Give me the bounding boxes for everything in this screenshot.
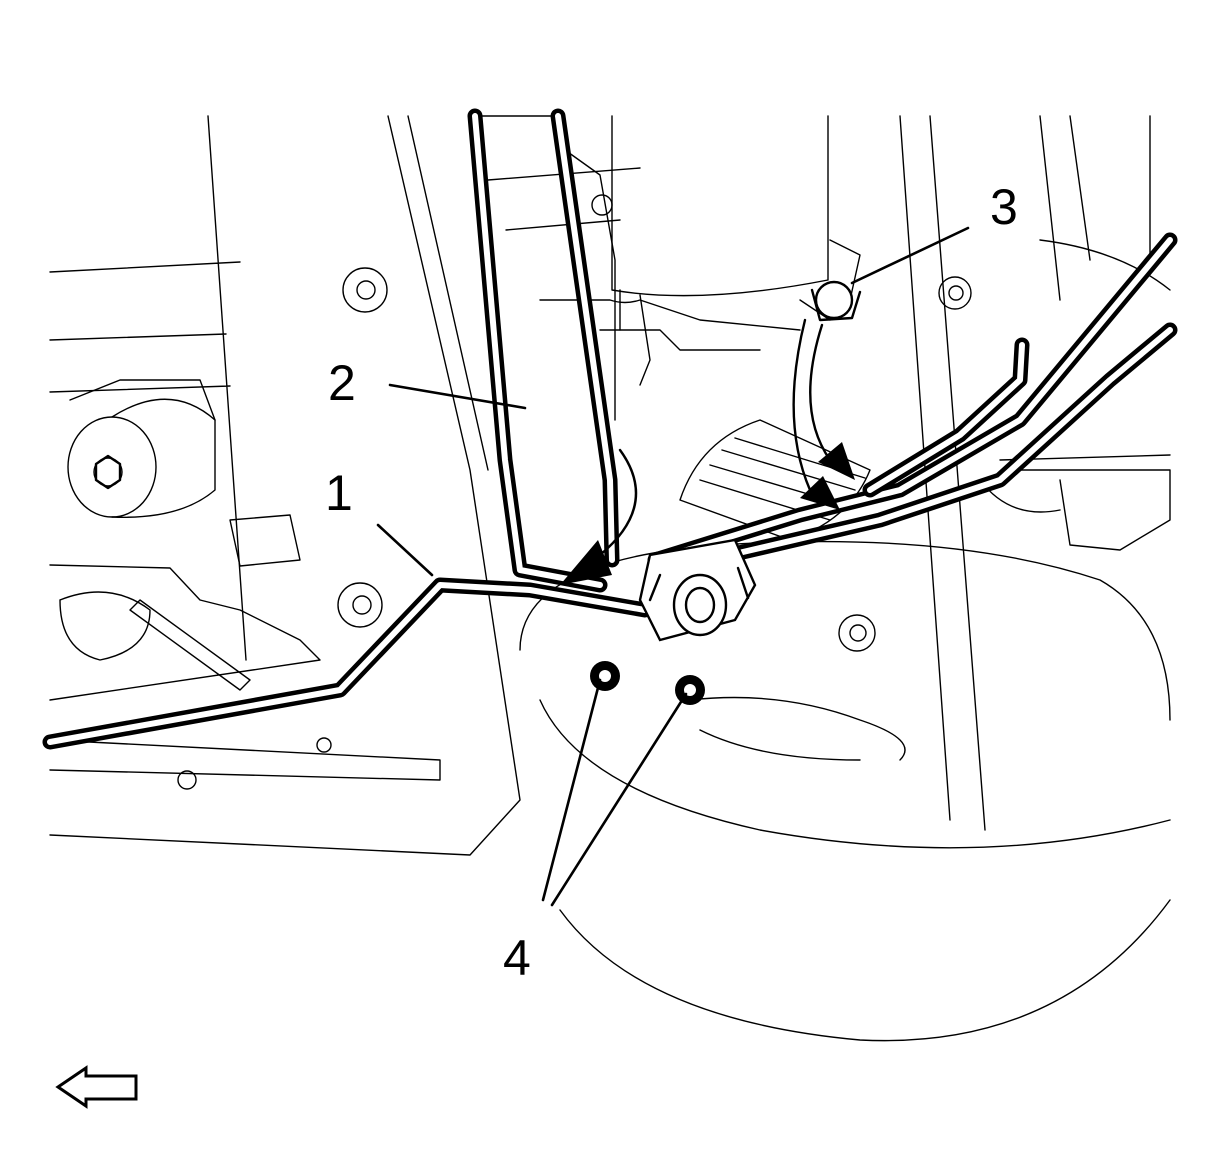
callout-4: 4 (503, 930, 531, 986)
leader-lines (376, 226, 970, 907)
vehicle-underbody-structure (49, 115, 1171, 1042)
movement-arrows (560, 318, 855, 585)
fuel-lines (42, 108, 1178, 750)
line-clip-bracket (638, 280, 862, 642)
callout-3: 3 (990, 179, 1018, 235)
retaining-nuts (590, 661, 705, 705)
left-arrow-icon (55, 1065, 138, 1109)
callout-1: 1 (325, 465, 353, 521)
callout-2: 2 (328, 355, 356, 411)
